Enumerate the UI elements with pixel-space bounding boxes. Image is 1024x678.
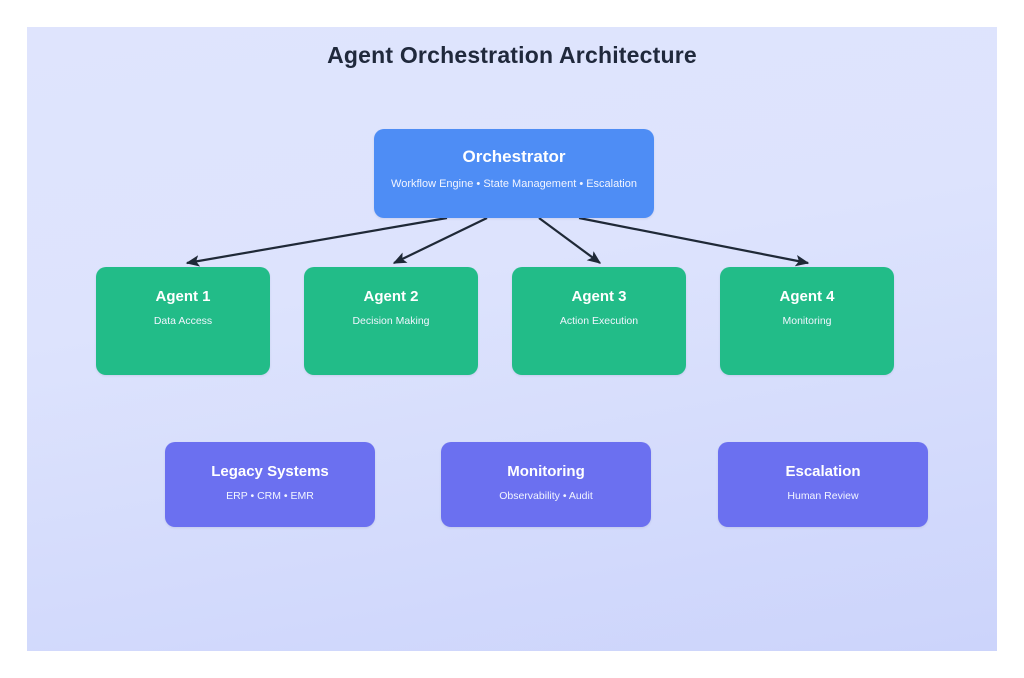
node-agent-1-title: Agent 1 <box>155 288 211 305</box>
node-monitoring[interactable]: Monitoring Observability • Audit <box>441 442 651 527</box>
node-orchestrator[interactable]: Orchestrator Workflow Engine • State Man… <box>374 129 654 218</box>
node-escalation-title: Escalation <box>785 463 861 480</box>
page-title: Agent Orchestration Architecture <box>327 42 697 68</box>
node-agent-2[interactable]: Agent 2 Decision Making <box>304 267 478 375</box>
node-agent-3-subtitle: Action Execution <box>559 314 639 327</box>
node-agent-3-title: Agent 3 <box>571 288 627 305</box>
node-escalation-subtitle: Human Review <box>787 489 859 502</box>
connector-arrows <box>185 216 810 267</box>
node-orchestrator-subtitle: Workflow Engine • State Management • Esc… <box>391 177 637 190</box>
node-legacy-systems-title: Legacy Systems <box>211 463 329 480</box>
connector-orchestrator-to-agent-2 <box>392 217 488 264</box>
node-agent-2-title: Agent 2 <box>363 288 419 305</box>
connector-orchestrator-to-agent-4 <box>578 216 810 267</box>
node-agent-3[interactable]: Agent 3 Action Execution <box>512 267 686 375</box>
node-escalation[interactable]: Escalation Human Review <box>718 442 928 527</box>
node-monitoring-title: Monitoring <box>507 463 585 480</box>
connector-orchestrator-to-agent-1 <box>185 216 448 267</box>
node-agent-1[interactable]: Agent 1 Data Access <box>96 267 270 375</box>
node-monitoring-subtitle: Observability • Audit <box>499 489 593 502</box>
node-legacy-systems-subtitle: ERP • CRM • EMR <box>226 489 314 502</box>
node-orchestrator-title: Orchestrator <box>462 147 566 166</box>
node-agent-4-subtitle: Monitoring <box>782 314 832 327</box>
node-agent-4[interactable]: Agent 4 Monitoring <box>720 267 894 375</box>
connector-orchestrator-to-agent-3 <box>538 217 602 264</box>
node-agent-4-title: Agent 4 <box>779 288 835 305</box>
diagram-canvas: Agent Orchestration Architecture Orchest… <box>27 27 997 651</box>
node-agent-1-subtitle: Data Access <box>153 314 213 327</box>
node-agent-2-subtitle: Decision Making <box>352 314 430 327</box>
node-legacy-systems[interactable]: Legacy Systems ERP • CRM • EMR <box>165 442 375 527</box>
